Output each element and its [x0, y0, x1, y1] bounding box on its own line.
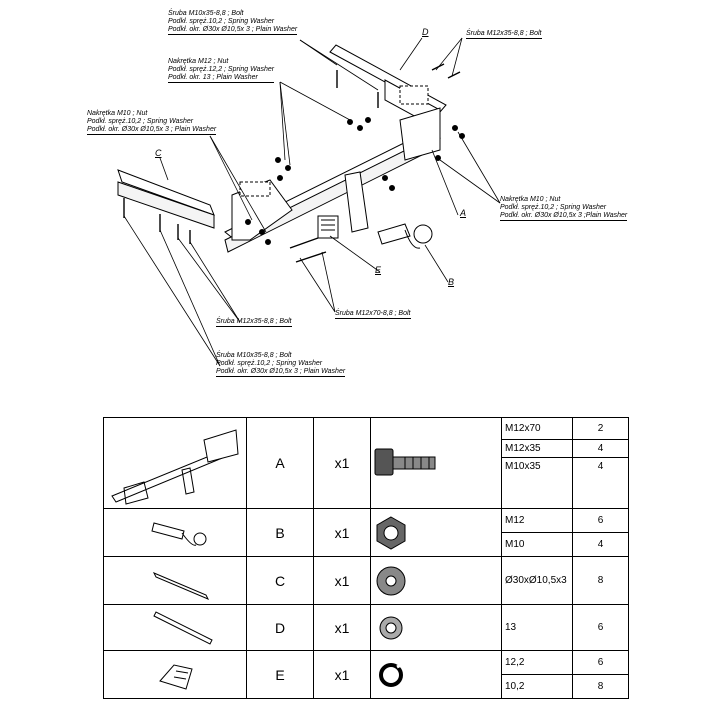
part-b-image [103, 508, 247, 557]
part-qty: x1 [313, 650, 371, 699]
callout-line: Podkł. spręż.10,2 ; Spring Washer [87, 118, 194, 125]
callout-bolt-m12x70: Śruba M12x70-8,8 ; Bolt [335, 310, 411, 319]
hardware-count: 4 [572, 532, 629, 557]
hardware-size: M12x35 [501, 439, 573, 459]
hardware-size: Ø30xØ10,5x3 [501, 556, 573, 605]
side-bracket-icon [152, 571, 210, 600]
part-qty: x1 [313, 417, 371, 509]
callout-bottom: Śruba M10x35-8,8 ; Bolt Podkł. spręż.10,… [216, 352, 346, 377]
plain-washer-large-icon [376, 566, 406, 595]
bolt-icon [374, 448, 436, 476]
callout-line: Podkł. okr. Ø30x Ø10,5x 3 ; Plain Washer [216, 368, 346, 377]
small-washer-image [370, 604, 502, 651]
plain-washer-small-icon [379, 616, 403, 639]
part-a-image [103, 417, 247, 509]
nut-icon [376, 515, 406, 550]
callout-line: Nakrętka M12 ; Nut [168, 58, 229, 65]
hardware-count: 6 [572, 508, 629, 533]
hardware-count: 2 [572, 416, 629, 441]
hardware-size: 10,2 [501, 674, 573, 699]
callout-line: Podkł. spręż.12,2 ; Spring Washer [168, 66, 275, 73]
callout-line: Nakrętka M10 ; Nut [500, 196, 561, 203]
bolt-image [370, 417, 502, 509]
hardware-count: 6 [572, 650, 629, 675]
hardware-size: M12 [501, 508, 573, 533]
callout-line: Śruba M10x35-8,8 ; Bolt [168, 10, 244, 17]
spring-washer-image [370, 650, 502, 699]
hardware-count: 4 [572, 439, 629, 459]
spring-washer-icon [379, 662, 403, 687]
callout-line: Śruba M12x35-8,8 ; Bolt [216, 318, 292, 327]
crossbar-icon [111, 429, 239, 505]
callout-top-right: Śruba M12x35-8,8 ; Bolt [466, 30, 542, 39]
part-qty: x1 [313, 508, 371, 557]
part-letter-e: E [375, 265, 382, 275]
hardware-size: M12x70 [501, 416, 573, 441]
assembly-illustration [117, 37, 501, 367]
callout-far-left: Nakrętka M10 ; Nut Podkł. spręż.10,2 ; S… [87, 110, 217, 135]
part-qty: x1 [313, 556, 371, 605]
part-d-image [103, 604, 247, 651]
callout-line: Śruba M10x35-8,8 ; Bolt [216, 352, 292, 359]
large-washer-image [370, 556, 502, 605]
callout-line: Podkł. spręż.10,2 ; Spring Washer [168, 18, 275, 25]
callout-line: Podkł. spręż.10,2 ; Spring Washer [216, 360, 323, 367]
bar-icon [153, 610, 213, 645]
callout-line: Podkł. okr. Ø30x Ø10,5x 3 ; Plain Washer [87, 126, 217, 135]
part-letter-b: B [448, 277, 455, 287]
callout-line: Podkł. spręż.10,2 ; Spring Washer [500, 204, 607, 211]
callout-top-left: Śruba M10x35-8,8 ; Bolt Podkł. spręż.10,… [168, 10, 298, 35]
callout-line: Śruba M12x70-8,8 ; Bolt [335, 310, 411, 319]
parts-table: A x1 M12x70 2 M12x35 4 M10x35 4 B x1 [103, 416, 629, 699]
callout-line: Nakrętka M10 ; Nut [87, 110, 148, 117]
nut-image [370, 508, 502, 557]
part-code: E [246, 650, 314, 699]
hardware-size: M10x35 [501, 457, 573, 509]
ball-mount-icon [159, 663, 193, 690]
callout-right: Nakrętka M10 ; Nut Podkł. spręż.10,2 ; S… [500, 196, 628, 221]
part-e-image [103, 650, 247, 699]
hardware-count: 6 [572, 604, 629, 651]
tow-ball-icon [151, 521, 207, 546]
callout-bolt-m12x35: Śruba M12x35-8,8 ; Bolt [216, 318, 292, 327]
hardware-size: 13 [501, 604, 573, 651]
part-code: D [246, 604, 314, 651]
callout-mid-left: Nakrętka M12 ; Nut Podkł. spręż.12,2 ; S… [168, 58, 275, 83]
part-code: B [246, 508, 314, 557]
exploded-assembly-drawing: Śruba M10x35-8,8 ; Bolt Podkł. spręż.10,… [87, 10, 628, 377]
part-qty: x1 [313, 604, 371, 651]
callout-line: Podkł. okr. Ø30x Ø10,5x 3 ; Plain Washer [168, 26, 298, 35]
hardware-size: M10 [501, 532, 573, 557]
part-letter-d: D [422, 27, 429, 37]
part-code: A [246, 417, 314, 509]
part-code: C [246, 556, 314, 605]
hardware-count: 4 [572, 457, 629, 509]
part-letter-c: C [155, 148, 162, 158]
callout-line: Podkł. okr. 13 ; Plain Washer [168, 74, 275, 83]
part-c-image [103, 556, 247, 605]
part-letter-a: A [460, 208, 467, 218]
hardware-count: 8 [572, 674, 629, 699]
hardware-count: 8 [572, 556, 629, 605]
callout-line: Podkł. okr. Ø30x Ø10,5x 3 ;Plain Washer [500, 212, 628, 221]
hardware-size: 12,2 [501, 650, 573, 675]
callout-line: Śruba M12x35-8,8 ; Bolt [466, 30, 542, 39]
